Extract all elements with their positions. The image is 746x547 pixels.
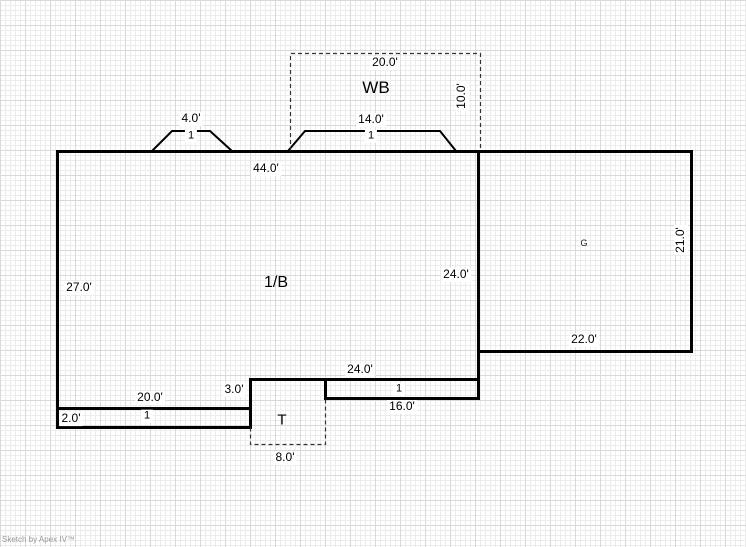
dim-house-right: 24.0' [441,267,471,282]
dim-bay-large: 14.0' [356,112,386,127]
area-label-house: 1/B [263,273,289,291]
dim-garage-bottom: 22.0' [569,332,599,347]
porch-outline [56,407,252,429]
deck-outline [324,378,480,400]
wb-dashed-outline [289,52,482,151]
dim-wb-top: 20.0' [370,55,400,70]
area-label-t: T [277,411,287,429]
dim-house-top: 44.0' [251,161,281,176]
dim-garage-right: 21.0' [673,225,688,255]
tick-deck: 1 [392,382,406,396]
dim-house-left: 27.0' [64,280,94,295]
tick-bay-small: 1 [184,129,198,143]
area-label-garage: G [580,237,588,248]
sketch-credit: Sketch by Apex IV™ [2,535,75,544]
t-dashed-outline [249,398,327,446]
dim-step: 3.0' [222,382,246,397]
dim-deck-top: 24.0' [345,362,375,377]
dim-porch-top: 20.0' [135,390,165,405]
dim-t-bottom: 8.0' [273,450,297,465]
dim-wb-right: 10.0' [454,81,469,111]
area-label-wb: WB [362,78,390,98]
dim-porch-left: 2.0' [59,411,83,426]
tick-porch: 1 [140,409,154,423]
dim-deck-bottom: 16.0' [387,399,417,414]
tick-bay-large: 1 [364,129,378,143]
dim-bay-small: 4.0' [179,111,203,126]
